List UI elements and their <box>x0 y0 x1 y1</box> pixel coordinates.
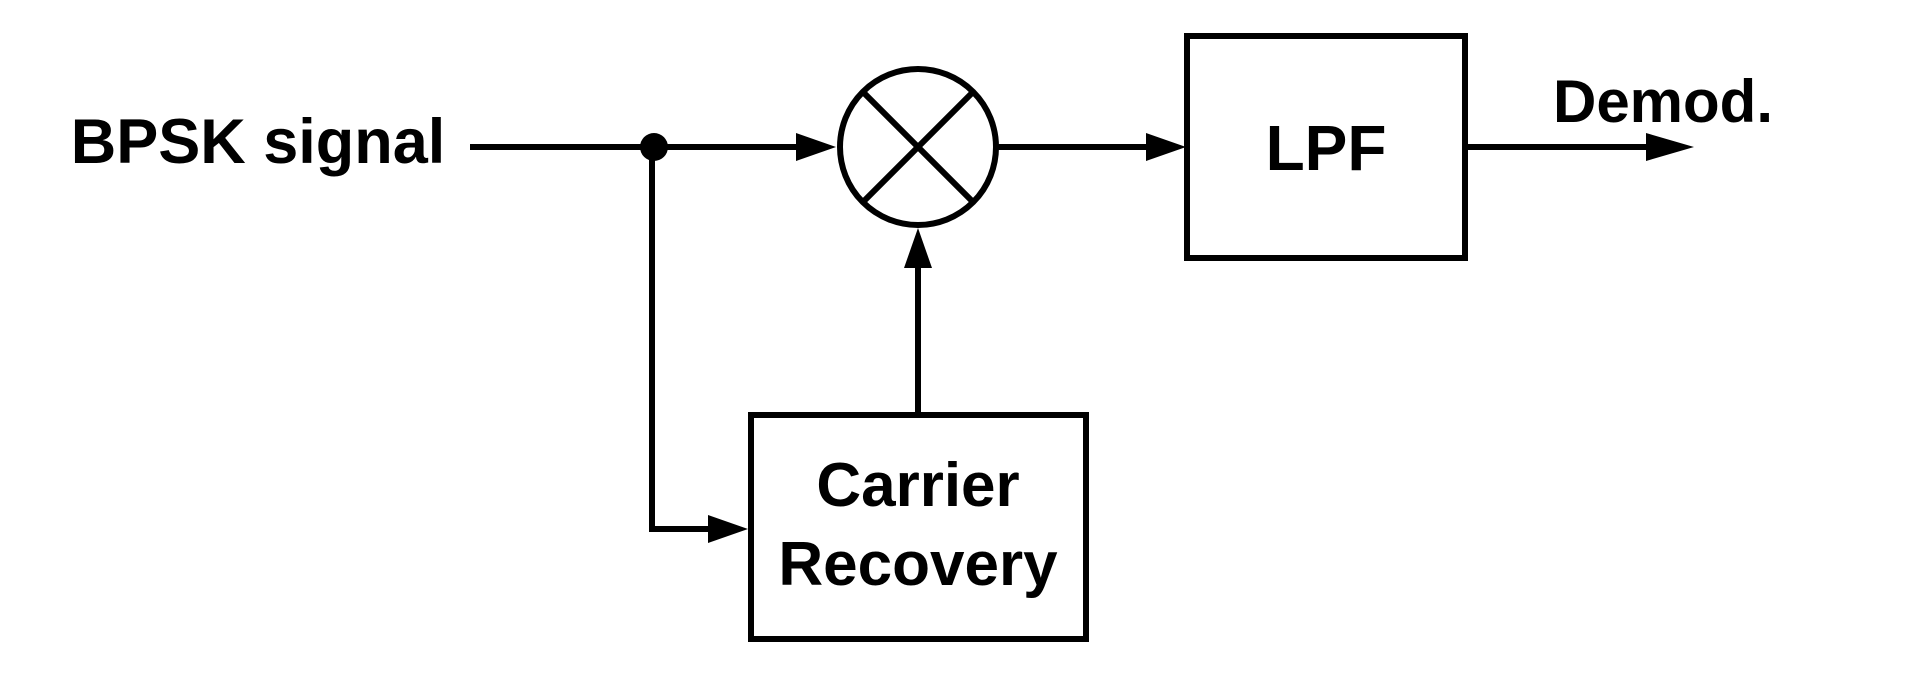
carrier-recovery-block: Carrier Recovery <box>748 412 1089 642</box>
carrier-recovery-label-line1: Carrier <box>816 451 1019 520</box>
input-label: BPSK signal <box>71 107 446 177</box>
output-label: Demod. <box>1553 68 1773 135</box>
lpf-block: LPF <box>1184 33 1468 261</box>
carrier-recovery-label-line2: Recovery <box>778 530 1058 599</box>
carrier-recovery-feed-line <box>649 147 712 532</box>
mixer-input-arrowhead <box>796 133 836 161</box>
carrier-recovery-input-arrowhead <box>708 515 748 543</box>
mixer-to-lpf-arrowhead <box>1146 133 1186 161</box>
carrier-to-mixer-arrowhead <box>904 228 932 268</box>
output-arrowhead <box>1646 133 1694 161</box>
mixer <box>837 66 999 228</box>
lpf-label: LPF <box>1266 112 1387 184</box>
